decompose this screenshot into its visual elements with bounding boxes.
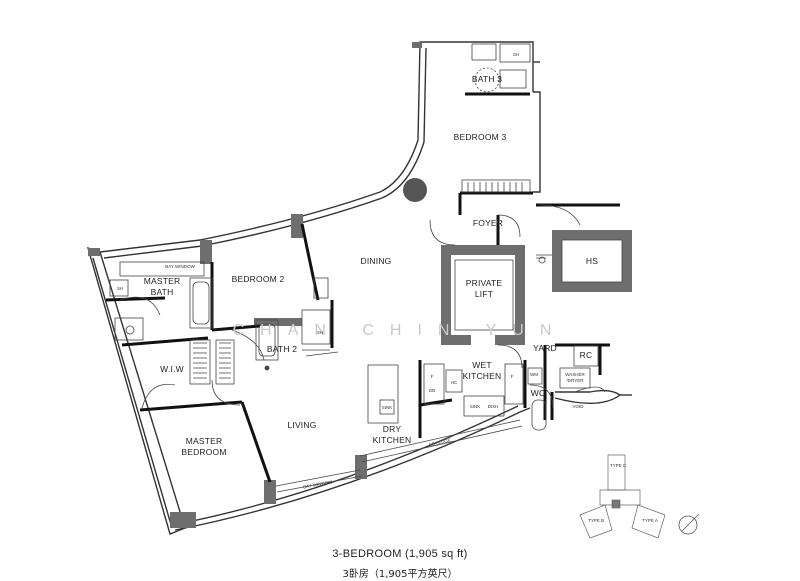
private-lift-label-1: PRIVATE xyxy=(466,278,503,288)
yard-label: YARD xyxy=(533,343,557,353)
key-plan-type-c: TYPE C xyxy=(610,463,627,468)
outer-walls xyxy=(86,41,632,535)
private-lift-label-2: LIFT xyxy=(475,289,493,299)
master-bath-label-2: BATH xyxy=(151,287,174,297)
unit-type-caption-chinese: 3卧房（1,905平方英尺） xyxy=(342,569,458,580)
washer-dryer-label-2: /DRYER xyxy=(567,378,585,383)
foyer-label: FOYER xyxy=(473,218,503,228)
unit-type-caption: 3-BEDROOM (1,905 sq ft) xyxy=(332,548,468,560)
room-labels: BATH 3 SH BEDROOM 3 FOYER HS PRIVATE LIF… xyxy=(117,52,598,490)
sh-label: SH xyxy=(513,52,519,57)
master-bath-label-1: MASTER xyxy=(144,276,181,286)
master-bedroom-label-1: MASTER xyxy=(186,436,223,446)
floor-plan: CHAN CHIN YUN BATH 3 SH BEDROOM 3 FOYER … xyxy=(86,41,700,539)
bedroom3-label: BEDROOM 3 xyxy=(454,132,507,142)
f1-label: F xyxy=(431,374,434,379)
bath3-label: BATH 3 xyxy=(472,74,502,84)
key-plan-type-b: TYPE B xyxy=(588,518,604,523)
bedroom2-label: BEDROOM 2 xyxy=(232,274,285,284)
detail-lines xyxy=(109,43,623,493)
sh-master-label: SH xyxy=(117,286,123,291)
column xyxy=(403,178,427,202)
hc-label: HC xyxy=(451,380,458,385)
db-label: DB xyxy=(429,388,435,393)
bath2-label: BATH 2 xyxy=(267,344,297,354)
sh-bath2-label: SH xyxy=(317,330,323,335)
bay-window-top-label: BAY WINDOW xyxy=(165,264,195,269)
wet-kitchen-label-2: KITCHEN xyxy=(463,371,502,381)
wet-kitchen-label-1: WET xyxy=(472,360,491,370)
rc-label: RC xyxy=(580,350,593,360)
wiw-label: W.I.W xyxy=(160,364,184,374)
dry-kitchen-label-2: KITCHEN xyxy=(373,435,412,445)
ac-ledge-label: AC LEDGE xyxy=(428,438,451,448)
wm-label: WM xyxy=(530,372,538,377)
dining-label: DINING xyxy=(361,256,392,266)
bay-window-bottom-label: BAY WINDOW xyxy=(303,479,334,489)
sink-dry-label: SINK xyxy=(382,405,393,410)
living-label: LIVING xyxy=(287,420,316,430)
dish-label: DISH xyxy=(488,404,499,409)
f2-label: F xyxy=(511,374,514,379)
key-plan-labels: TYPE C TYPE B TYPE A xyxy=(588,463,658,523)
void-label: VOID xyxy=(572,404,584,409)
washer-dryer-label-1: WASHER xyxy=(565,372,585,377)
interior-walls xyxy=(105,92,620,483)
structural-walls xyxy=(88,42,632,528)
north-arrow-icon xyxy=(678,513,700,535)
sink-wet-label: SINK xyxy=(470,404,481,409)
wc-label: WC xyxy=(531,388,546,398)
key-plan-type-a: TYPE A xyxy=(642,518,658,523)
dry-kitchen-label-1: DRY xyxy=(383,424,402,434)
watermark: CHAN CHIN YUN xyxy=(233,322,568,339)
key-plan xyxy=(579,454,666,539)
master-bedroom-label-2: BEDROOM xyxy=(181,447,226,457)
hs-label: HS xyxy=(586,256,598,266)
